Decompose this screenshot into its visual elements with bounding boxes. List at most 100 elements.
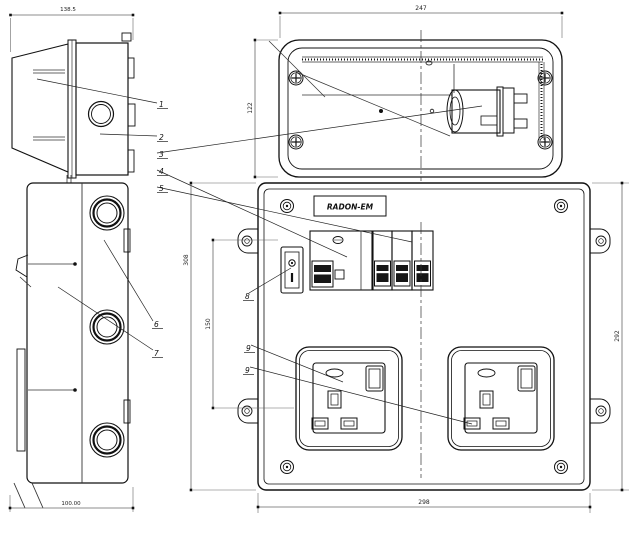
dimension-left-outer: 308 (183, 181, 256, 492)
dimension-top-depth: 122 (247, 38, 278, 179)
side-view-body: 100.00 (8, 175, 135, 512)
callout-1: 1 (159, 100, 164, 109)
front-inner-outline (263, 188, 585, 485)
lid-small-hole (429, 108, 435, 114)
callout-6: 6 (154, 320, 159, 329)
leader-1 (36, 78, 158, 104)
lid-interior-panel (268, 40, 455, 137)
socket-plate-inner (299, 350, 399, 447)
phillips-screw-icon (537, 70, 553, 86)
socket-indicator (477, 368, 496, 378)
cable-gland-2 (89, 309, 125, 345)
lid-top-clip (121, 32, 132, 42)
phillips-screw-icon (288, 70, 304, 86)
front-view: RADON-EM (183, 181, 629, 513)
screw-icon (280, 460, 294, 474)
mcb-3 (411, 230, 434, 291)
mounting-ear-top-right (590, 228, 611, 254)
callout-numbers: 1 2 3 4 5 6 7 8 9 9 (152, 100, 255, 375)
lampholder-assembly (446, 86, 528, 137)
body-side-clips (123, 228, 131, 424)
socket-left (295, 346, 403, 451)
cable-glands (89, 195, 125, 458)
lampholder-arm-bottom (513, 118, 528, 129)
rcd-test-button (332, 236, 344, 244)
isolator-off-mark (288, 259, 296, 267)
mcb-toggle (393, 260, 411, 287)
lid-taper-outline (11, 43, 69, 173)
socket-face (312, 362, 386, 434)
lid-side-clips (127, 57, 136, 173)
dimension-front-width: 298 (256, 493, 592, 513)
model-label-text: RADON-EM (327, 203, 374, 212)
mcb-toggle (414, 260, 431, 287)
lid-body (75, 42, 129, 176)
leader-7 (57, 286, 154, 351)
wall-bracket-upper (15, 254, 77, 288)
cable-gland-1 (89, 195, 125, 231)
screw-icon (554, 199, 568, 213)
lid-vent-lines (33, 69, 65, 141)
leader-3 (156, 105, 483, 154)
gasket-strip-top (302, 56, 543, 63)
dim-front-height-value: 292 (614, 330, 621, 342)
rcd-toggle (311, 260, 334, 288)
rcd-window (334, 269, 345, 280)
dim-left-outer-value: 308 (183, 254, 190, 266)
front-outline (257, 182, 591, 491)
screw-icon (280, 199, 294, 213)
cable-gland-3 (89, 422, 125, 458)
leader-2 (99, 133, 158, 137)
dimension-front-height: 292 (592, 181, 629, 492)
dim-top-depth-value: 122 (247, 102, 254, 114)
socket-rocker-switch (517, 365, 536, 392)
dimension-lid-width: 138.5 (9, 7, 135, 52)
lampholder-arm-top (513, 93, 528, 104)
lampholder-notch (480, 115, 498, 126)
front-corner-screws (280, 199, 568, 474)
dimension-depth: 100.00 (8, 487, 135, 512)
mounting-ears (237, 228, 611, 424)
breaker-assembly (309, 230, 434, 291)
socket-indicator (325, 368, 344, 378)
socket-live-slot (311, 417, 329, 430)
leader-6 (103, 239, 154, 322)
cable-gland-side (87, 100, 115, 128)
callout-9b: 9 (245, 366, 250, 375)
dim-lid-width-value: 138.5 (60, 7, 76, 13)
leader-5 (156, 186, 413, 243)
lid-outer-outline (278, 39, 563, 178)
cable-gland-side-inner (91, 104, 111, 124)
dim-top-width-value: 247 (415, 5, 427, 12)
mounting-ear-bottom-right (590, 398, 611, 424)
callout-7: 7 (154, 349, 159, 358)
screw-icon (554, 460, 568, 474)
gasket-strip-right (538, 62, 545, 140)
model-label: RADON-EM (313, 195, 387, 217)
lampholder-end-bore (449, 96, 461, 126)
lampholder-plate (502, 87, 515, 134)
lampholder-body (451, 89, 501, 134)
leader-4 (156, 169, 348, 258)
leader-9a (250, 344, 344, 383)
lid-rivet (379, 109, 383, 113)
socket-rocker-switch (365, 365, 384, 392)
wall-bracket-lower (13, 348, 77, 509)
phillips-screw-icon (537, 134, 553, 150)
lid-corner-screws (288, 70, 553, 150)
dim-depth-value: 100.00 (61, 501, 81, 507)
callout-8: 8 (245, 292, 250, 301)
lid-hole (425, 60, 433, 66)
socket-face (464, 362, 538, 434)
callout-leaders (36, 78, 483, 425)
socket-neutral-slot (492, 417, 510, 430)
socket-plate (447, 346, 555, 451)
callout-4: 4 (159, 167, 164, 176)
mcb-toggle (374, 260, 391, 287)
socket-earth-slot (479, 390, 494, 409)
socket-earth-slot (327, 390, 342, 409)
phillips-screw-icon (288, 134, 304, 150)
body-outline (26, 182, 129, 484)
